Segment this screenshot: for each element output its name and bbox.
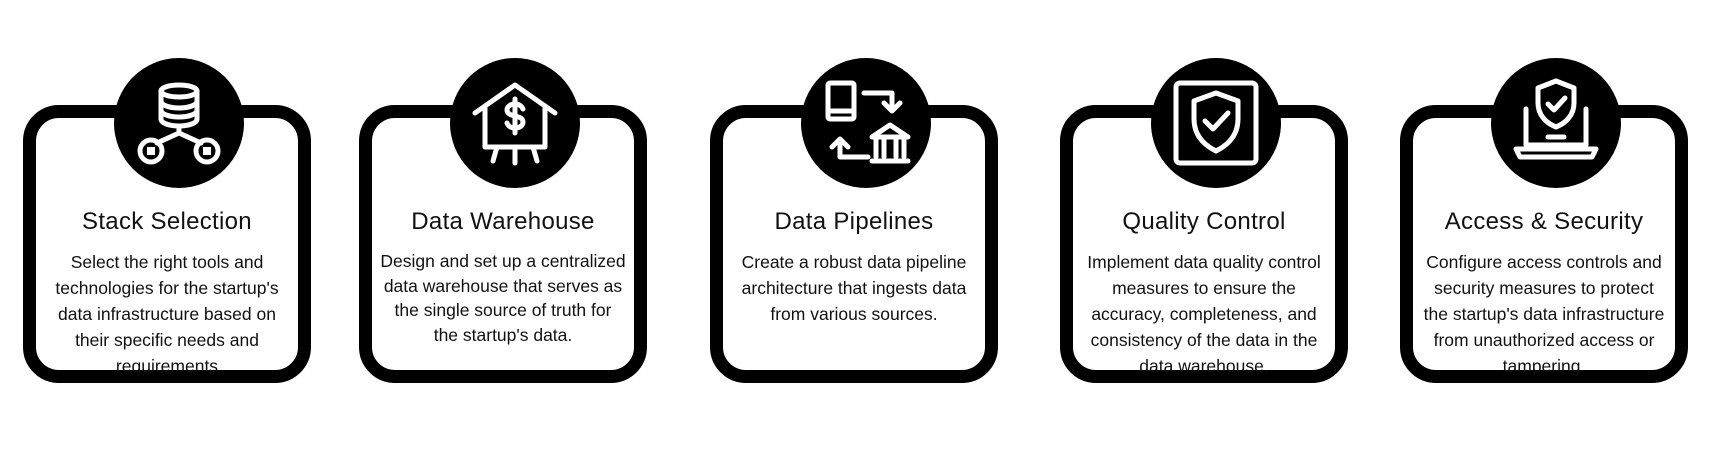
badge-quality-control: [1151, 58, 1281, 188]
card-description: Design and set up a centralized data war…: [380, 251, 626, 345]
laptop-shield-icon: [1508, 75, 1604, 171]
badge-data-warehouse: [450, 58, 580, 188]
card-description: Implement data quality control measures …: [1087, 252, 1321, 376]
card-description: Select the right tools and technologies …: [55, 252, 279, 376]
badge-data-pipelines: [801, 58, 931, 188]
card-title: Access & Security: [1444, 208, 1644, 235]
card-title: Data Pipelines: [774, 208, 934, 235]
card-title: Stack Selection: [82, 208, 252, 235]
card-description: Configure access controls and security m…: [1423, 252, 1665, 376]
card-title: Data Warehouse: [411, 208, 595, 235]
badge-access-security: [1491, 58, 1621, 188]
data-exchange-icon: [818, 75, 914, 171]
badge-stack-selection: [114, 58, 244, 188]
database-network-icon: [131, 75, 227, 171]
card-title: Quality Control: [1122, 208, 1286, 235]
shield-check-icon: [1168, 75, 1264, 171]
card-description: Create a robust data pipeline architectu…: [741, 252, 967, 324]
house-dollar-icon: [467, 75, 563, 171]
